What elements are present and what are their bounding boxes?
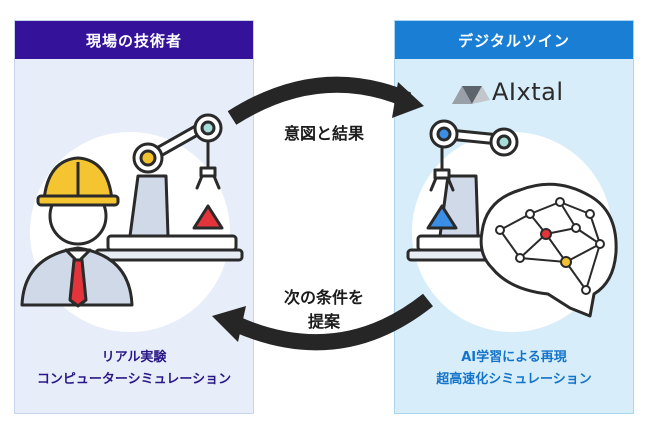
right-caption-line-2: 超高速化シミュレーション [436,372,592,387]
left-caption-line-2: コンピューターシミュレーション [36,372,232,387]
flow-bottom-label: 次の条件を 提案 [256,286,392,334]
aixtal-logo-icon [452,86,490,104]
flow-bottom-line-1: 次の条件を [283,288,364,307]
arrow-bottom-icon [212,293,433,351]
right-panel-title: デジタルツイン [395,21,633,59]
ai-brain-network-icon [479,182,618,318]
left-caption-line-1: リアル実験 [101,350,167,365]
logo-text: AIxtal [492,78,564,106]
left-panel-caption: リアル実験 コンピューターシミュレーション [15,347,253,391]
right-robot-arm-icon [406,119,546,262]
flow-bottom-line-2: 提案 [307,312,340,331]
left-panel-title: 現場の技術者 [15,21,253,59]
arrow-top-icon [227,76,424,125]
flow-top-label: 意図と結果 [283,124,364,143]
right-panel-caption: AI学習による再現 超高速化シミュレーション [395,347,633,391]
left-robot-arm-icon [94,113,244,262]
right-caption-line-1: AI学習による再現 [461,350,567,365]
engineer-icon [20,156,134,308]
aixtal-logo: AIxtal [492,78,563,106]
